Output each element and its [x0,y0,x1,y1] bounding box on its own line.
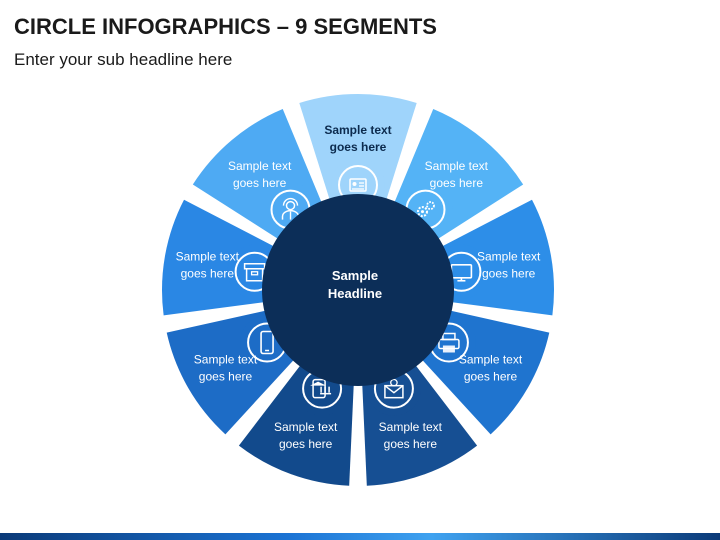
segment-text-line2: goes here [430,176,484,190]
center-headline-line1: Sample [332,268,378,283]
center-hub [262,194,454,386]
segment-text-line2: goes here [482,266,536,280]
segment-text-line2: goes here [233,176,287,190]
segment-text-line1: Sample text [324,123,391,137]
segment-text-line2: goes here [464,370,518,384]
segment-1: Sample text goes here [299,94,417,291]
segment-text-line1: Sample text [477,249,541,263]
center-headline-line2: Headline [328,286,382,301]
segment-text-line2: goes here [384,437,438,451]
mobile-icon [260,330,274,355]
id-card-icon [349,178,367,192]
segment-text-line1: Sample text [228,159,292,173]
segment-text-line1: Sample text [176,249,240,263]
printer-icon [438,332,460,353]
support-agent-icon [281,197,300,220]
bottom-accent-bar [0,533,720,540]
segment-text-line1: Sample text [425,159,489,173]
segment-text-line1: Sample text [274,420,338,434]
gears-icon [416,201,435,218]
bank-phone-icon [310,378,332,399]
page-title: CIRCLE INFOGRAPHICS – 9 SEGMENTS [14,14,437,39]
mail-icon [384,378,404,399]
segment-text-line2: goes here [181,266,235,280]
segment-text-line2: goes here [199,370,253,384]
segment-text-line2: goes here [279,437,333,451]
segment-text-line1: Sample text [459,353,523,367]
segment-text-line2: goes here [330,140,387,154]
archive-box-icon [243,263,266,282]
page-subtitle: Enter your sub headline here [14,50,233,69]
segment-text-line1: Sample text [194,353,258,367]
segment-text-line1: Sample text [379,420,443,434]
